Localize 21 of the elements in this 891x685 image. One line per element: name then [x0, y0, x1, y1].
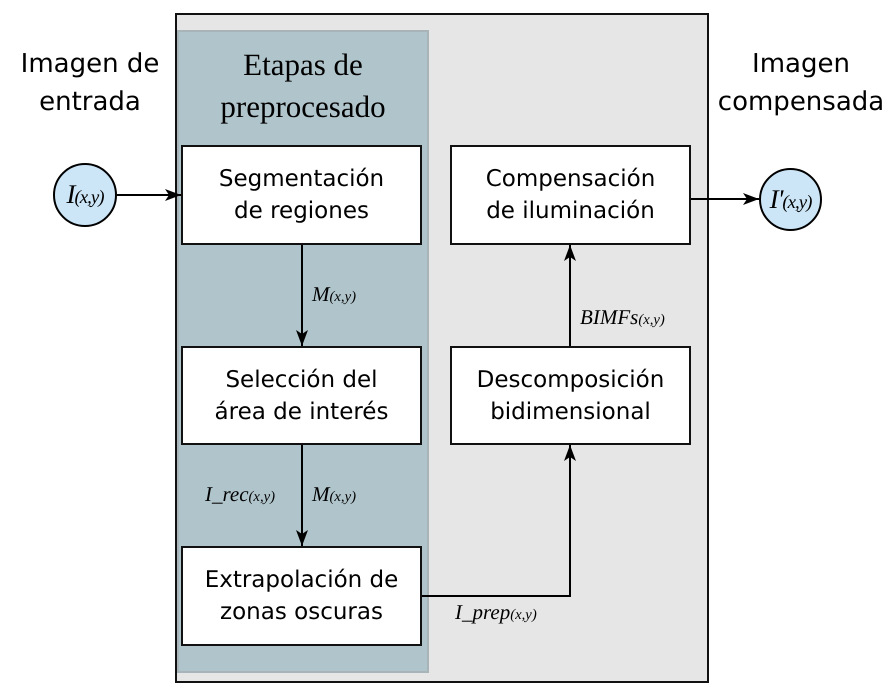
process-box: [181, 145, 422, 245]
arrow: [296, 445, 308, 546]
box-label: Selección del área de interés: [214, 366, 390, 426]
io-caption: Imagen de entrada: [20, 48, 160, 119]
process-box: [450, 346, 691, 445]
box-label: Segmentación de regiones: [218, 165, 386, 226]
panel-title: Etapas de preprocesado: [219, 46, 387, 126]
box-label: Compensación de iluminación: [484, 165, 656, 226]
arrow: [117, 189, 181, 201]
box-label: Extrapolación de zonas oscuras: [204, 566, 400, 627]
stage-panel: [177, 30, 429, 673]
process-box: [181, 546, 422, 646]
arrow: [422, 445, 576, 597]
box-label: Descomposición bidimensional: [476, 366, 666, 426]
arrow: [691, 193, 759, 205]
system-frame: [175, 13, 709, 683]
arrow: [296, 245, 308, 346]
process-box: [181, 346, 422, 445]
process-box: [450, 145, 691, 245]
arrow: [564, 245, 576, 346]
io-caption: Imagen compensada: [716, 48, 886, 119]
